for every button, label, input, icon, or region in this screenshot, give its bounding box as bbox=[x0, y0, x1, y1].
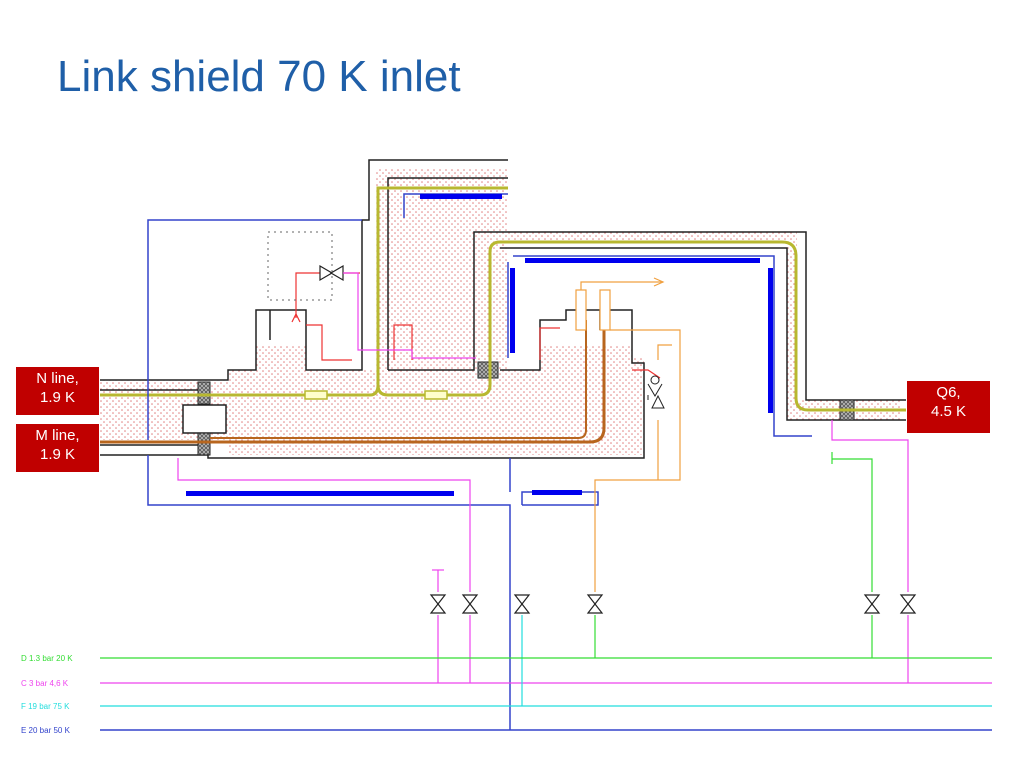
slide-title: Link shield 70 K inlet bbox=[57, 52, 461, 101]
orange-pipes bbox=[575, 277, 681, 592]
dotted-enclosure bbox=[267, 231, 333, 301]
d-line-pipes bbox=[100, 452, 992, 659]
valve-icon bbox=[429, 594, 447, 614]
vacuum-region bbox=[100, 168, 900, 455]
q6-label: Q6, 4.5 K bbox=[906, 380, 991, 434]
blue-bars bbox=[186, 194, 773, 496]
n-line-temp: 1.9 K bbox=[39, 389, 76, 406]
e-line-pipes bbox=[100, 193, 992, 731]
m-line-pipe bbox=[100, 320, 606, 444]
m-line-label: M line, 1.9 K bbox=[15, 423, 100, 473]
c-line-pipes bbox=[100, 272, 992, 684]
n-line-label: N line, 1.9 K bbox=[15, 366, 100, 416]
valve-icon bbox=[863, 594, 881, 614]
header-f-label: F 19 bar 75 K bbox=[21, 702, 70, 711]
bottom-valves bbox=[429, 594, 917, 614]
m-line-temp: 1.9 K bbox=[39, 446, 76, 463]
n-line-pipe bbox=[100, 186, 906, 412]
safety-valve-icon bbox=[647, 375, 665, 409]
f-line-pipes bbox=[100, 615, 992, 707]
q6-name: Q6, bbox=[936, 384, 961, 401]
n-line-name: N line, bbox=[36, 370, 79, 387]
m-line-name: M line, bbox=[35, 427, 80, 444]
red-lines bbox=[291, 272, 661, 379]
valve-icon bbox=[586, 594, 604, 614]
valve-icon bbox=[513, 594, 531, 614]
header-c-label: C 3 bar 4,6 K bbox=[21, 679, 69, 688]
q6-temp: 4.5 K bbox=[930, 403, 967, 420]
header-d-label: D 1.3 bar 20 K bbox=[21, 654, 73, 663]
valve-icon bbox=[899, 594, 917, 614]
header-e-label: E 20 bar 50 K bbox=[21, 726, 70, 735]
valve-icon bbox=[461, 594, 479, 614]
